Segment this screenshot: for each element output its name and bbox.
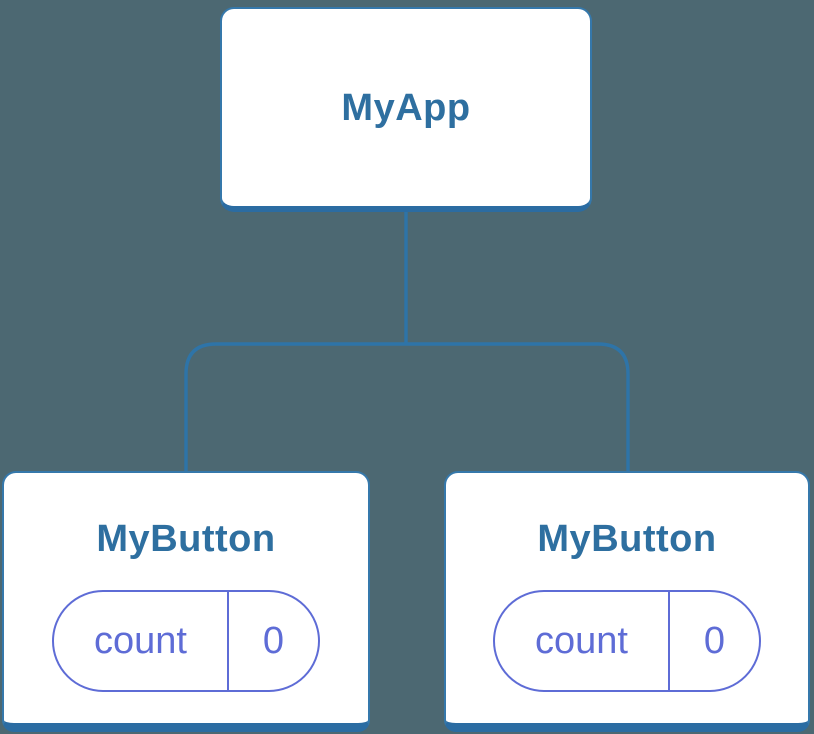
state-pill: count 0: [493, 590, 761, 692]
node-mybutton-right: MyButton count 0: [444, 471, 810, 732]
state-key: count: [495, 592, 670, 690]
state-pill: count 0: [52, 590, 320, 692]
node-myapp-label: MyApp: [341, 86, 471, 129]
state-value: 0: [703, 619, 726, 662]
node-mybutton-right-label: MyButton: [537, 518, 717, 560]
state-value: 0: [262, 619, 285, 662]
node-mybutton-left: MyButton count 0: [2, 471, 370, 732]
node-myapp: MyApp: [220, 7, 592, 212]
connector-branch: [184, 342, 630, 471]
node-mybutton-left-label: MyButton: [96, 518, 276, 560]
state-key: count: [54, 592, 229, 690]
